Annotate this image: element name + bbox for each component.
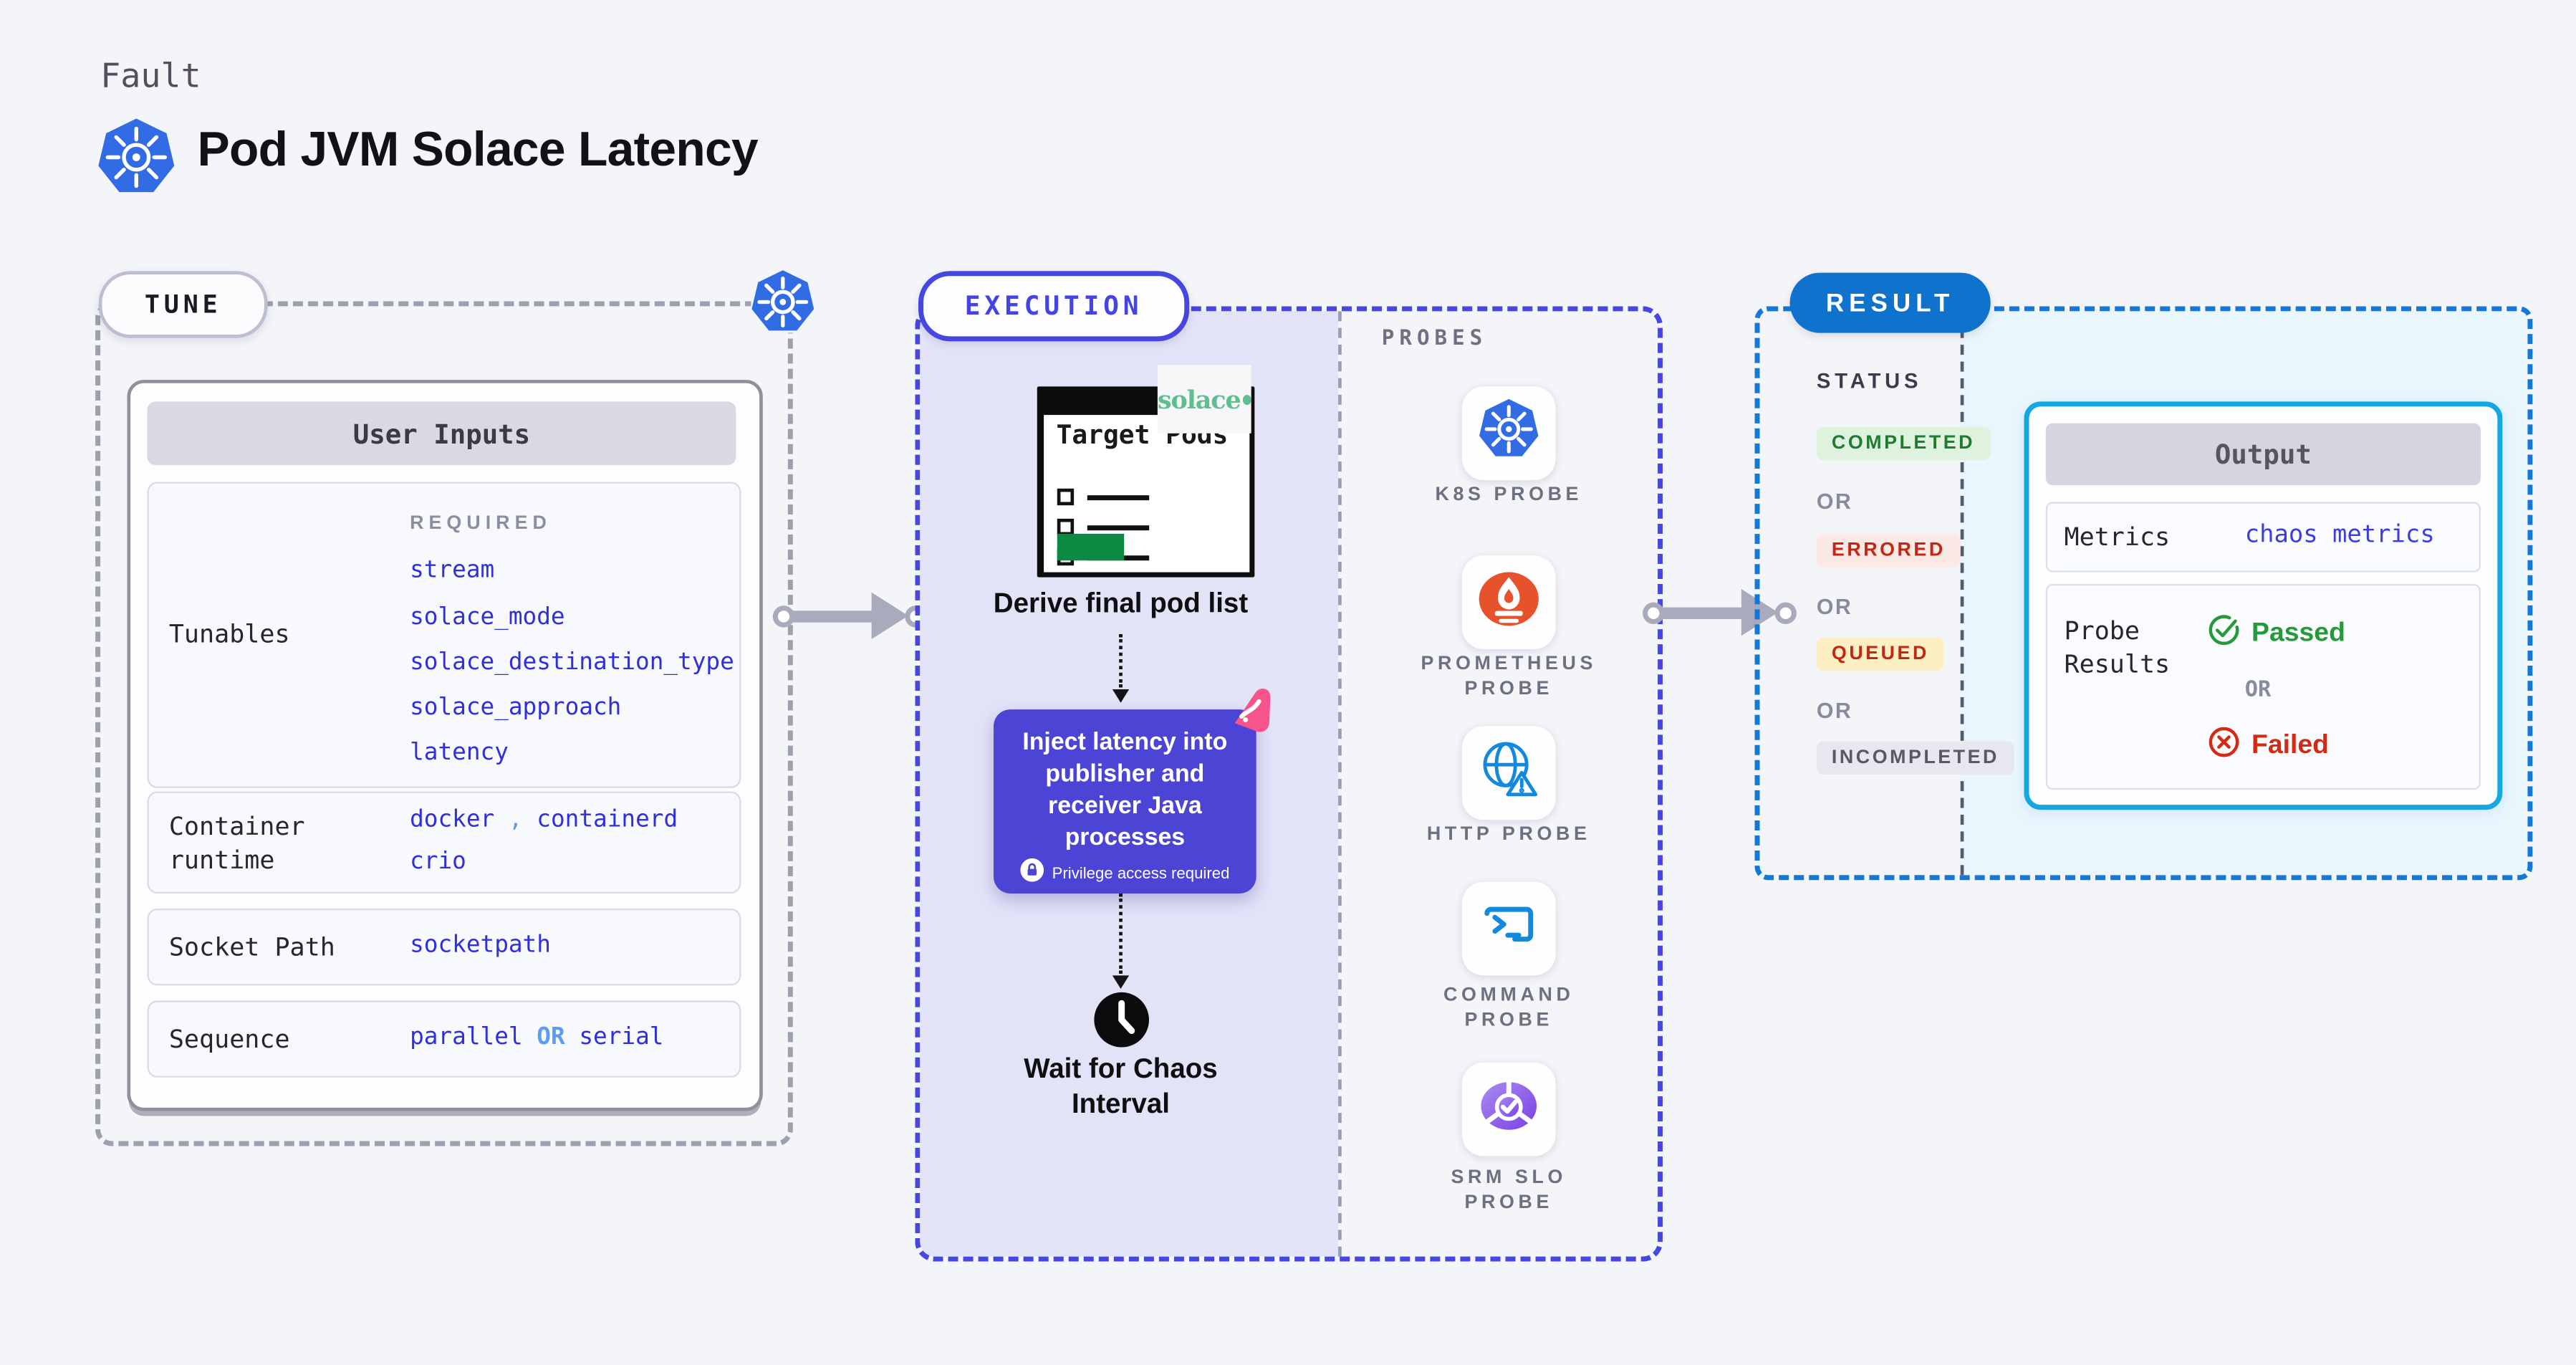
arrow-down-icon [1112, 975, 1130, 990]
chaos-icon [1226, 685, 1277, 737]
fault-kicker: Fault [100, 55, 201, 96]
socket-path-row: Socket Path socketpath [147, 908, 741, 986]
container-runtime-row: Container runtime docker , containerd cr… [147, 791, 741, 894]
solace-dot-icon [1241, 393, 1251, 404]
container-runtime-label: Container runtime [168, 811, 305, 876]
kubernetes-icon [97, 115, 176, 199]
probes-heading: PROBES [1381, 325, 1488, 350]
privilege-note: Privilege access required [1052, 865, 1230, 883]
status-badge-completed: COMPLETED [1816, 426, 1991, 461]
sequence-value: serial [579, 1024, 664, 1051]
or-label: OR [2244, 677, 2272, 703]
runtime-value: docker [410, 806, 495, 833]
clock-icon [1092, 990, 1151, 1049]
status-divider [1960, 311, 1964, 876]
output-box: Output Metrics chaos metrics Probe Resul… [2024, 401, 2503, 810]
metrics-value: chaos metrics [2244, 522, 2435, 549]
probe-label: PROMETHEUS PROBE [1421, 654, 1597, 700]
arrow-down-icon [1112, 689, 1130, 703]
runtime-value: containerd [537, 806, 678, 833]
socket-path-value: socketpath [410, 931, 551, 959]
terminal-icon [1477, 893, 1541, 964]
tunable-value: solace_destination_type [410, 649, 734, 676]
sequence-label: Sequence [168, 1024, 290, 1055]
tune-badge: TUNE [98, 271, 268, 338]
tunable-value: stream [410, 557, 495, 584]
runtime-separator: , [508, 806, 523, 833]
runtime-value: crio [410, 848, 466, 876]
metrics-row: Metrics chaos metrics [2045, 502, 2481, 573]
srm-slo-probe-card [1461, 1062, 1556, 1156]
tunable-value: solace_approach [410, 694, 622, 722]
failed-result: Failed [2208, 726, 2329, 766]
probe-label: COMMAND PROBE [1443, 985, 1575, 1031]
wait-chaos-step: Wait for Chaos Interval [1024, 1054, 1218, 1120]
x-circle-icon [2208, 726, 2239, 766]
solace-logo: solace [1157, 365, 1251, 434]
kubernetes-icon [1479, 396, 1539, 470]
output-title: Output [2045, 423, 2481, 486]
metrics-label: Metrics [2064, 522, 2171, 552]
tune-panel [95, 301, 793, 1146]
status-badge-errored: ERRORED [1816, 533, 1961, 567]
http-globe-icon [1477, 737, 1541, 809]
tunable-value: latency [410, 739, 509, 767]
or-label: OR [1816, 488, 1853, 514]
prometheus-probe-card [1461, 555, 1556, 650]
user-inputs-card: User Inputs Tunables REQUIRED stream sol… [127, 380, 763, 1111]
derive-pod-list-step: Derive final pod list [993, 588, 1249, 619]
sequence-value: parallel [410, 1024, 523, 1051]
sequence-or: OR [537, 1024, 565, 1051]
check-circle-icon [2208, 614, 2239, 654]
or-label: OR [1816, 593, 1853, 619]
tunables-label: Tunables [168, 618, 290, 650]
command-probe-card [1461, 881, 1556, 976]
k8s-probe-card [1461, 386, 1556, 481]
lock-icon [1020, 858, 1044, 890]
green-button [1056, 532, 1124, 560]
prometheus-icon [1477, 566, 1541, 638]
result-badge: RESULT [1789, 272, 1991, 333]
status-heading: STATUS [1816, 370, 1923, 393]
passed-result: Passed [2208, 614, 2345, 654]
kubernetes-icon [749, 267, 817, 337]
or-label: OR [1816, 697, 1853, 723]
probe-label: K8S PROBE [1435, 485, 1583, 506]
probe-results-row: Probe Results Passed OR [2045, 583, 2481, 790]
probe-results-label: Probe Results [2064, 616, 2171, 680]
sequence-row: Sequence parallel OR serial [147, 1000, 741, 1078]
tunable-value: solace_mode [410, 603, 565, 631]
required-label: REQUIRED [410, 513, 552, 534]
inject-latency-step: Inject latency into publisher and receiv… [994, 709, 1256, 894]
probe-label: SRM SLO PROBE [1451, 1167, 1567, 1213]
socket-path-label: Socket Path [168, 931, 335, 962]
probes-divider [1338, 311, 1342, 1257]
status-badge-incompleted: INCOMPLETED [1816, 741, 2014, 775]
execution-badge: EXECUTION [918, 271, 1190, 342]
slo-donut-icon [1477, 1073, 1541, 1145]
status-badge-queued: QUEUED [1816, 637, 1944, 671]
page-title: Pod JVM Solace Latency [197, 123, 759, 178]
user-inputs-title: User Inputs [147, 401, 736, 466]
probe-label: HTTP PROBE [1426, 825, 1591, 846]
flow-connector [1119, 634, 1123, 688]
http-probe-card [1461, 726, 1556, 820]
tunables-row: Tunables REQUIRED stream solace_mode sol… [147, 482, 741, 788]
checkbox-icon [1056, 488, 1073, 506]
flow-connector [1119, 893, 1123, 974]
